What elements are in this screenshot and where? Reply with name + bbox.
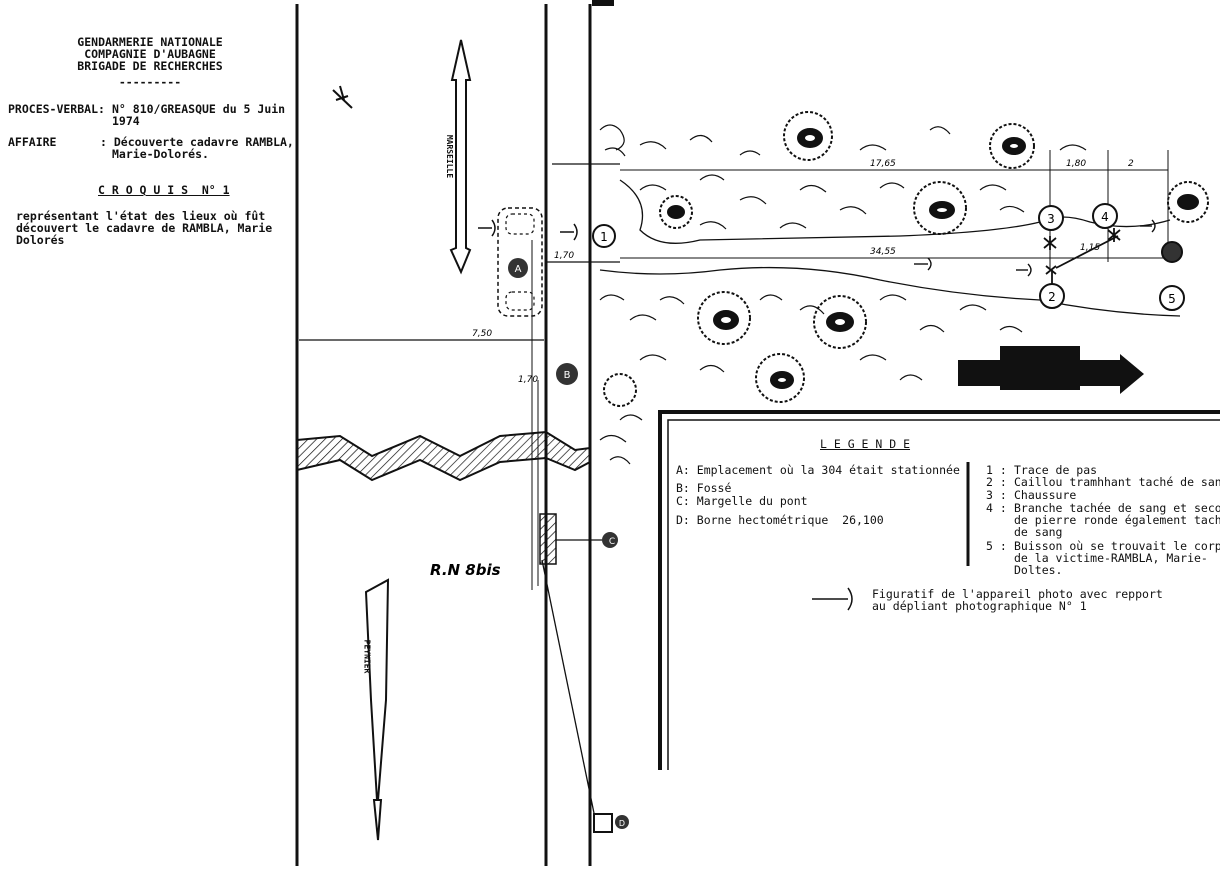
legend-camera-line-1: Figuratif de l'appareil photo avec reppo… [872,587,1163,601]
legend-item-1: Trace de pas [1014,463,1098,477]
vertical-dim-label: 1,70 [518,375,538,385]
bush-icon [989,123,1035,169]
path-edge-lower [599,266,1181,317]
camera-icon-road-2 [560,223,578,241]
marker-b-label: B [564,370,571,381]
header-rule: --------- [118,75,182,89]
marker-1-label: 1 [600,230,608,244]
bushes [603,111,1209,407]
marker-c-label: C [609,537,615,547]
croquis-desc-2: découvert le cadavre de RAMBLA, Marie [16,221,273,235]
path-dim-1: 17,65 [870,159,896,169]
bush-icon [783,111,833,161]
car-label: A [515,264,522,275]
croquis-desc-1: représentant l'état des lieux où fût [16,209,266,223]
marker-d [615,815,629,829]
legend-frame-inner [667,419,1220,770]
legend-num-1: 1 : [986,463,1007,477]
bush-icon [1167,181,1209,223]
marker-2-label: 2 [1048,290,1056,304]
legend-num-3: 3 : [986,488,1007,502]
path-dim-4: 34,55 [870,247,896,257]
marker-b [556,363,578,385]
gap-dim-label: 1,70 [554,251,574,261]
camera-symbol-legend [812,587,853,611]
legend-frame-outer [658,410,1220,770]
affaire-label: AFFAIRE [8,135,57,149]
legend-item-5-line-2: de la victime-RAMBLA, Marie- [1014,551,1208,565]
bollard-pointer [541,559,596,819]
direction-arrow-south [364,578,390,841]
camera-icon-path [914,219,1156,277]
evidence-marks [1043,228,1121,284]
legend-item-c: C: Margelle du pont [676,494,808,508]
legend-title: L E G E N D E [820,437,911,451]
legend-num-4: 4 : [986,501,1007,515]
bush-icon [1161,241,1183,263]
legend-item-3: Chaussure [1014,488,1077,502]
camera-icon-road [478,219,496,237]
car-position-a: A [497,207,543,317]
affaire-value-2: Marie-Dolorés. [112,147,209,161]
bush-icon [813,295,867,349]
header-line-3: BRIGADE DE RECHERCHES [77,59,223,73]
legend-num-5: 5 : [986,539,1007,553]
marker-1 [592,224,616,248]
path-edge-upper [619,179,1171,244]
bush-icon [659,195,693,229]
legend-num-2: 2 : [986,475,1007,489]
legend-item-b: B: Fossé [676,481,732,495]
bush-icon [603,373,637,407]
marker-5-label: 5 [1168,292,1176,306]
marker-c [602,532,618,548]
header-line-2: COMPAGNIE D'AUBAGNE [84,47,216,61]
compass-icon [332,85,353,109]
marker-d-label: D [619,819,625,828]
direction-label-north: MARSEILLE [445,134,455,179]
affaire-value-1: : Découverte cadavre RAMBLA, [100,135,294,149]
croquis-desc-3: Dolorés [16,233,65,247]
legend-item-a: A: Emplacement où la 304 était stationné… [676,463,960,477]
legend-item-d: D: Borne hectométrique 26,100 [676,513,884,527]
direction-arrow-east [958,346,1144,394]
bush-icon [913,181,967,235]
vegetation-strokes [599,124,1087,465]
marker-4 [1092,203,1118,229]
marker-3-label: 3 [1047,212,1055,226]
legend-camera-line-2: au dépliant photographique N° 1 [872,599,1087,613]
bollard-d [593,813,613,833]
bridge-parapet-c [539,513,557,565]
legend-item-5-line-1: Buisson où se trouvait le corps [1014,540,1220,553]
path-dim-3: 2 [1128,159,1134,169]
road-width-label: 7,50 [472,329,492,339]
marker-4-label: 4 [1101,210,1109,224]
legend-item-4-line-3: de sang [1014,525,1063,539]
header-line-1: GENDARMERIE NATIONALE [77,35,223,49]
legend-item-4-line-2: de pierre ronde également taché [1014,514,1220,527]
legend-item-5-line-3: Doltes. [1014,563,1063,577]
path-dim-2: 1,80 [1066,159,1086,169]
path-dim-5: 1,15 [1080,243,1100,253]
road-break-hatch [296,430,591,482]
fold-mark [592,0,614,6]
marker-5 [1159,285,1185,311]
proces-verbal-value-1: N° 810/GREASQUE du 5 Juin [112,102,286,116]
proces-verbal-label: PROCES-VERBAL: [8,102,105,116]
proces-verbal-value-2: 1974 [112,114,140,128]
bush-icon [697,291,751,345]
marker-3 [1038,205,1064,231]
legend-item-2: Caillou tramhhant taché de sang [1014,476,1220,489]
bush-icon [755,353,805,403]
rn-label: R.N 8bis [430,561,501,579]
croquis-title: C R O Q U I S N° 1 [98,183,230,197]
direction-arrow-north [449,39,472,275]
direction-label-south: PEYNIER [362,639,372,674]
legend-item-4-line-1: Branche tachée de sang et secon [1014,502,1220,515]
